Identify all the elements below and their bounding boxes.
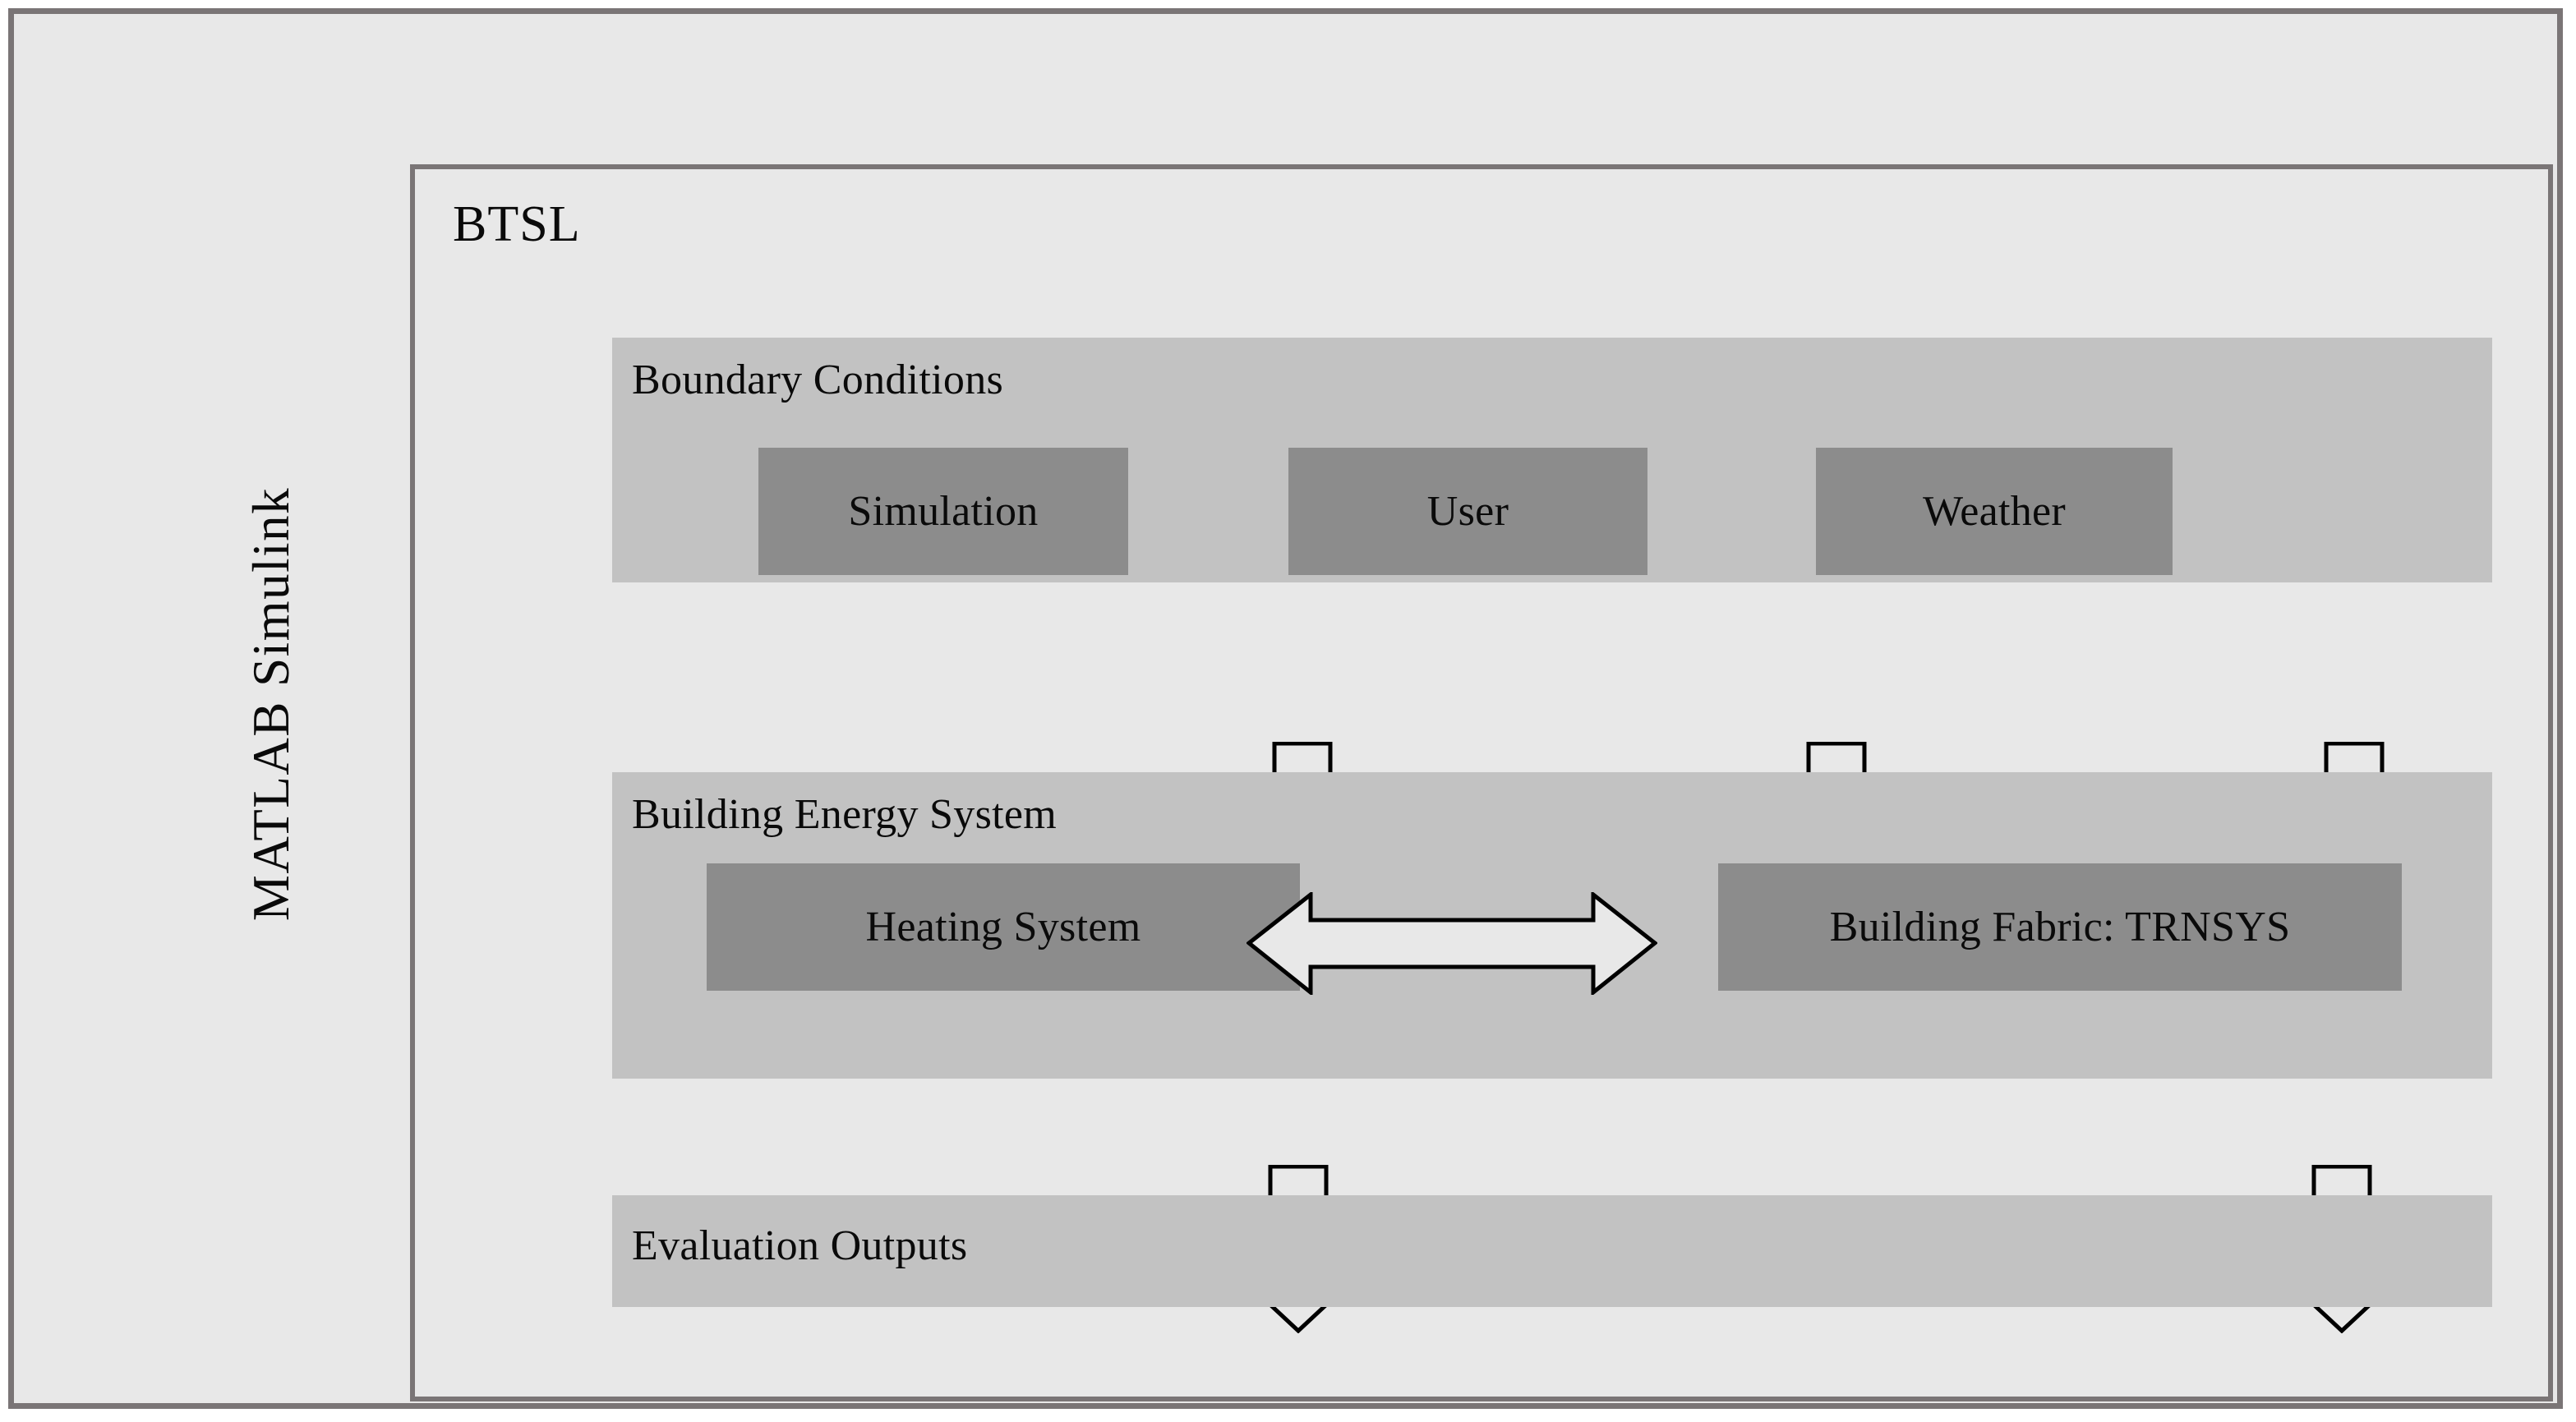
arrow-left-right-icon	[1247, 892, 1657, 995]
btsl-title: BTSL	[453, 196, 581, 252]
matlab-simulink-label: MATLAB Simulink	[242, 486, 300, 922]
box-building-fabric-trnsys[interactable]: Building Fabric: TRNSYS	[1718, 863, 2402, 991]
matlab-simulink-container: MATLAB Simulink BTSL Boundary Conditions…	[8, 8, 2563, 1409]
btsl-container: BTSL Boundary Conditions Simulation User…	[410, 164, 2553, 1401]
box-heating-system[interactable]: Heating System	[707, 863, 1300, 991]
box-simulation[interactable]: Simulation	[758, 448, 1128, 575]
box-user[interactable]: User	[1288, 448, 1647, 575]
box-weather[interactable]: Weather	[1816, 448, 2173, 575]
band-building-energy-system-label: Building Energy System	[632, 791, 1057, 838]
band-evaluation-outputs-label: Evaluation Outputs	[632, 1222, 968, 1269]
band-boundary-conditions-label: Boundary Conditions	[632, 357, 1004, 403]
band-evaluation-outputs: Evaluation Outputs	[612, 1195, 2492, 1307]
